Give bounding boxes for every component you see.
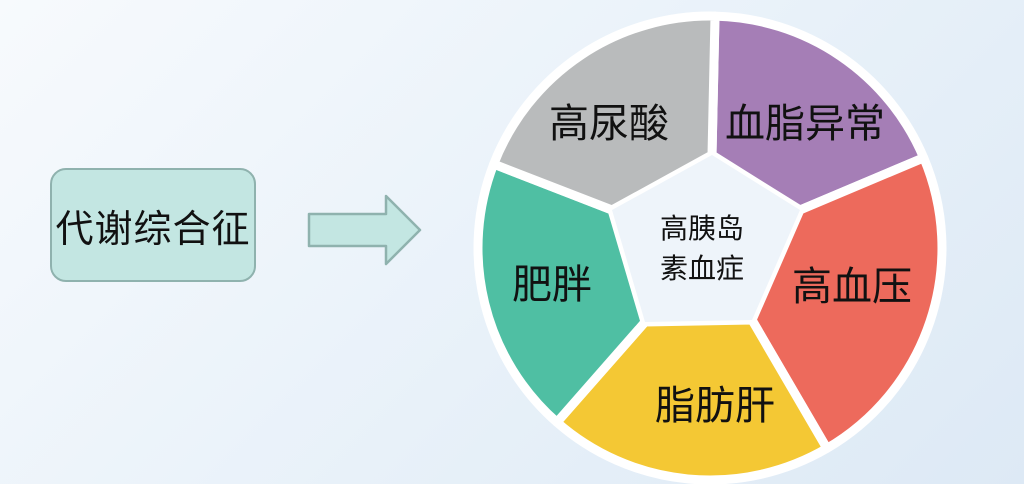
center-label-line1: 高胰岛 [660,212,744,245]
segment-purple-label: 高尿酸 [549,101,669,147]
segment-red [747,153,947,453]
segment-gray-label: 肥胖 [512,262,592,308]
segment-gray [489,11,720,215]
metabolic-syndrome-label: 代谢综合征 [55,206,251,251]
center-label-line2: 素血症 [660,252,744,285]
center-pentagon [612,155,800,322]
segment-red-label: 血脂异常 [725,101,885,147]
segment-yellow-label: 高血压 [792,264,912,310]
metabolic-syndrome-box: 代谢综合征 [50,168,256,282]
segment-green-label: 脂肪肝 [655,383,775,429]
segment-yellow [552,315,832,484]
segment-green [473,159,650,427]
segment-purple [707,11,929,215]
right-arrow-icon [307,194,422,266]
